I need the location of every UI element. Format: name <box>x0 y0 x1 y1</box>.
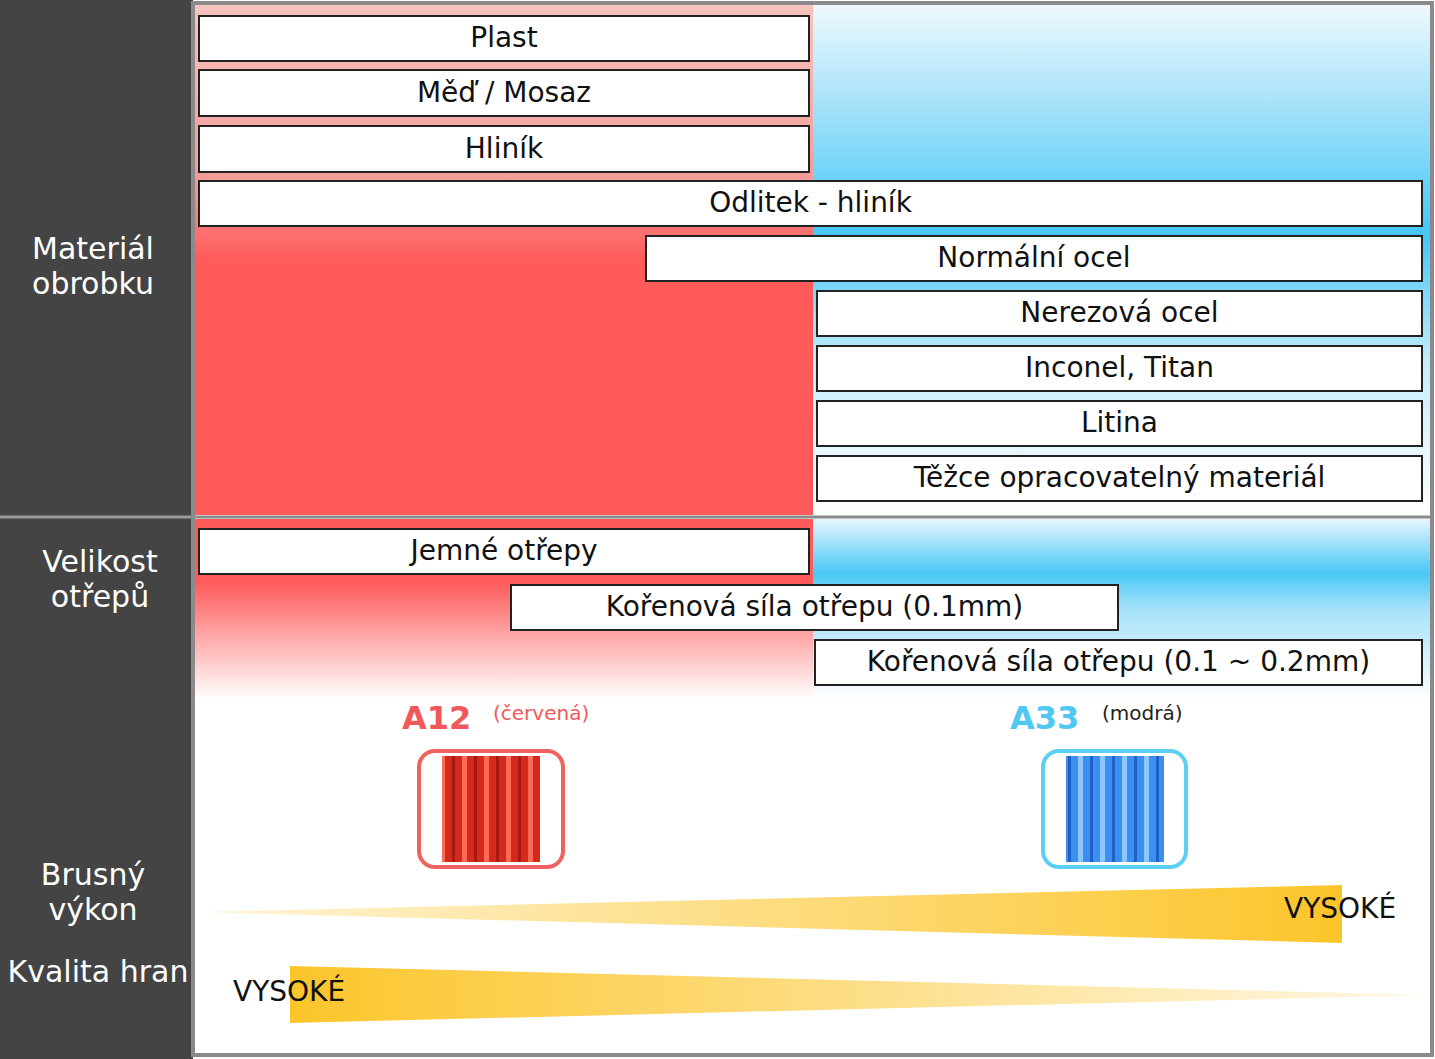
category-box: Těžce opracovatelný materiál <box>816 455 1423 502</box>
box-label: Jemné otřepy <box>410 536 597 567</box>
category-box: Jemné otřepy <box>198 528 810 575</box>
category-box: Hliník <box>198 125 810 173</box>
box-label: Litina <box>1081 408 1158 439</box>
category-box: Odlitek - hliník <box>198 180 1423 227</box>
box-label: Inconel, Titan <box>1025 353 1214 384</box>
box-label: Měď / Mosaz <box>417 78 591 109</box>
box-label: Kořenová síla otřepu (0.1mm) <box>606 592 1024 623</box>
box-label: Kořenová síla otřepu (0.1 ~ 0.2mm) <box>867 647 1370 678</box>
product-code: A33 <box>1010 700 1079 737</box>
category-box: Měď / Mosaz <box>198 69 810 117</box>
category-box: Nerezová ocel <box>816 290 1423 337</box>
box-label: Těžce opracovatelný materiál <box>914 463 1326 494</box>
category-box: Normální ocel <box>645 235 1423 282</box>
row-heading: Materiál obrobku <box>0 232 186 301</box>
row-heading: Kvalita hran <box>0 955 196 990</box>
box-label: Plast <box>470 23 537 54</box>
row-heading: Brusný výkon <box>0 858 186 927</box>
product-color: (modrá) <box>1102 702 1183 725</box>
product-color: (červená) <box>493 702 589 725</box>
category-box: Inconel, Titan <box>816 345 1423 392</box>
box-label: Hliník <box>465 134 543 165</box>
category-box: Kořenová síla otřepu (0.1mm) <box>510 584 1119 631</box>
row-heading: Velikost otřepů <box>0 545 200 614</box>
category-box: Kořenová síla otřepu (0.1 ~ 0.2mm) <box>814 639 1423 686</box>
box-label: Normální ocel <box>937 243 1130 274</box>
product-code: A12 <box>402 700 471 737</box>
category-box: Plast <box>198 15 810 62</box>
box-label: Odlitek - hliník <box>709 188 912 219</box>
box-label: Nerezová ocel <box>1020 298 1218 329</box>
scale-high: VYSOKÉ <box>1284 893 1396 925</box>
scale-high: VYSOKÉ <box>233 976 345 1008</box>
category-box: Litina <box>816 400 1423 447</box>
